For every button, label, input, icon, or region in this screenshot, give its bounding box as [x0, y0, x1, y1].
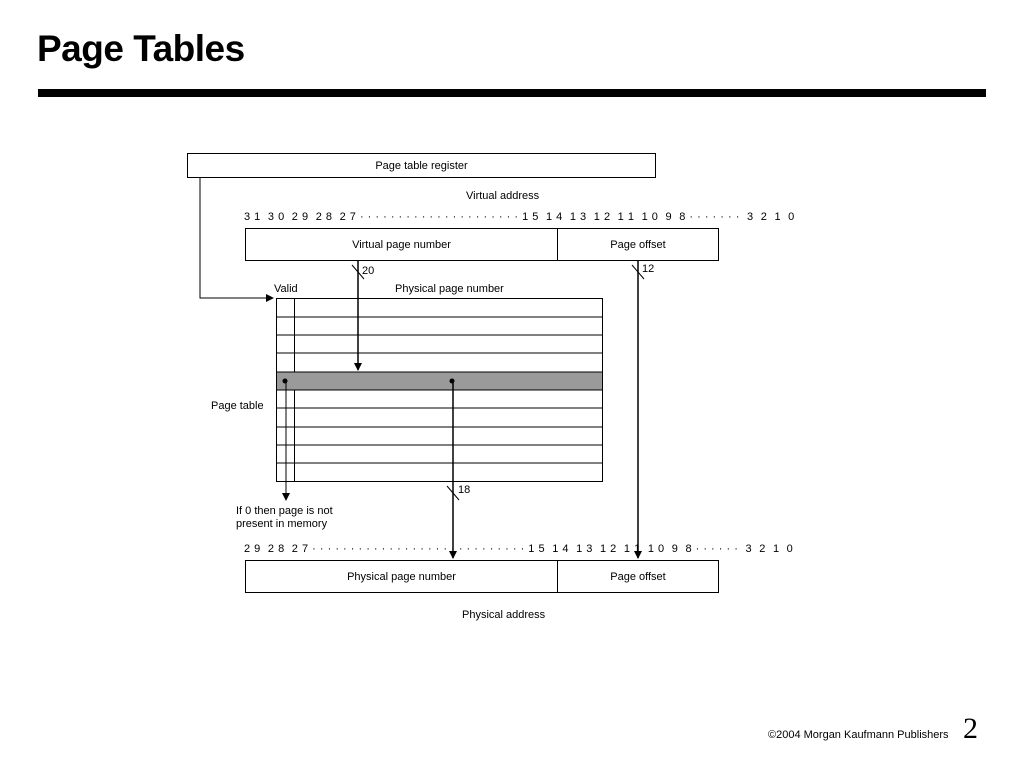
valid-zero-note: If 0 then page is not present in memory — [236, 505, 333, 530]
vpn-width-tick — [351, 264, 365, 280]
page-table-register-box: Page table register — [187, 153, 656, 178]
width-18-label: 18 — [458, 484, 471, 496]
ppn-dot — [449, 378, 455, 384]
virtual-page-offset-box: Page offset — [557, 228, 719, 261]
slide-number: 2 — [963, 712, 978, 745]
offset-width-tick — [631, 264, 645, 280]
title-rule — [38, 89, 986, 97]
page-table-label: Page table — [211, 400, 264, 412]
width-20-label: 20 — [362, 265, 375, 277]
virtual-bit-numbers: 3 1 3 0 2 9 2 8 2 7 · · · · · · · · · · … — [244, 211, 795, 223]
selected-page-table-entry — [276, 371, 603, 391]
physical-bit-numbers: 2 9 2 8 2 7 · · · · · · · · · · · · · · … — [244, 543, 794, 555]
valid-bit-dot — [282, 378, 288, 384]
physical-page-number-header: Physical page number — [395, 283, 504, 295]
physical-page-offset-box: Page offset — [557, 560, 719, 593]
slide-title: Page Tables — [37, 28, 245, 69]
register-arrow — [199, 178, 274, 302]
valid-header: Valid — [274, 283, 298, 295]
width-12-label: 12 — [642, 263, 655, 275]
physical-page-number-box: Physical page number — [245, 560, 558, 593]
copyright-footer: ©2004 Morgan Kaufmann Publishers — [768, 729, 949, 741]
virtual-page-number-box: Virtual page number — [245, 228, 558, 261]
ppn-width-tick — [446, 485, 460, 501]
physical-address-label: Physical address — [462, 609, 546, 621]
virtual-address-label: Virtual address — [466, 190, 540, 202]
